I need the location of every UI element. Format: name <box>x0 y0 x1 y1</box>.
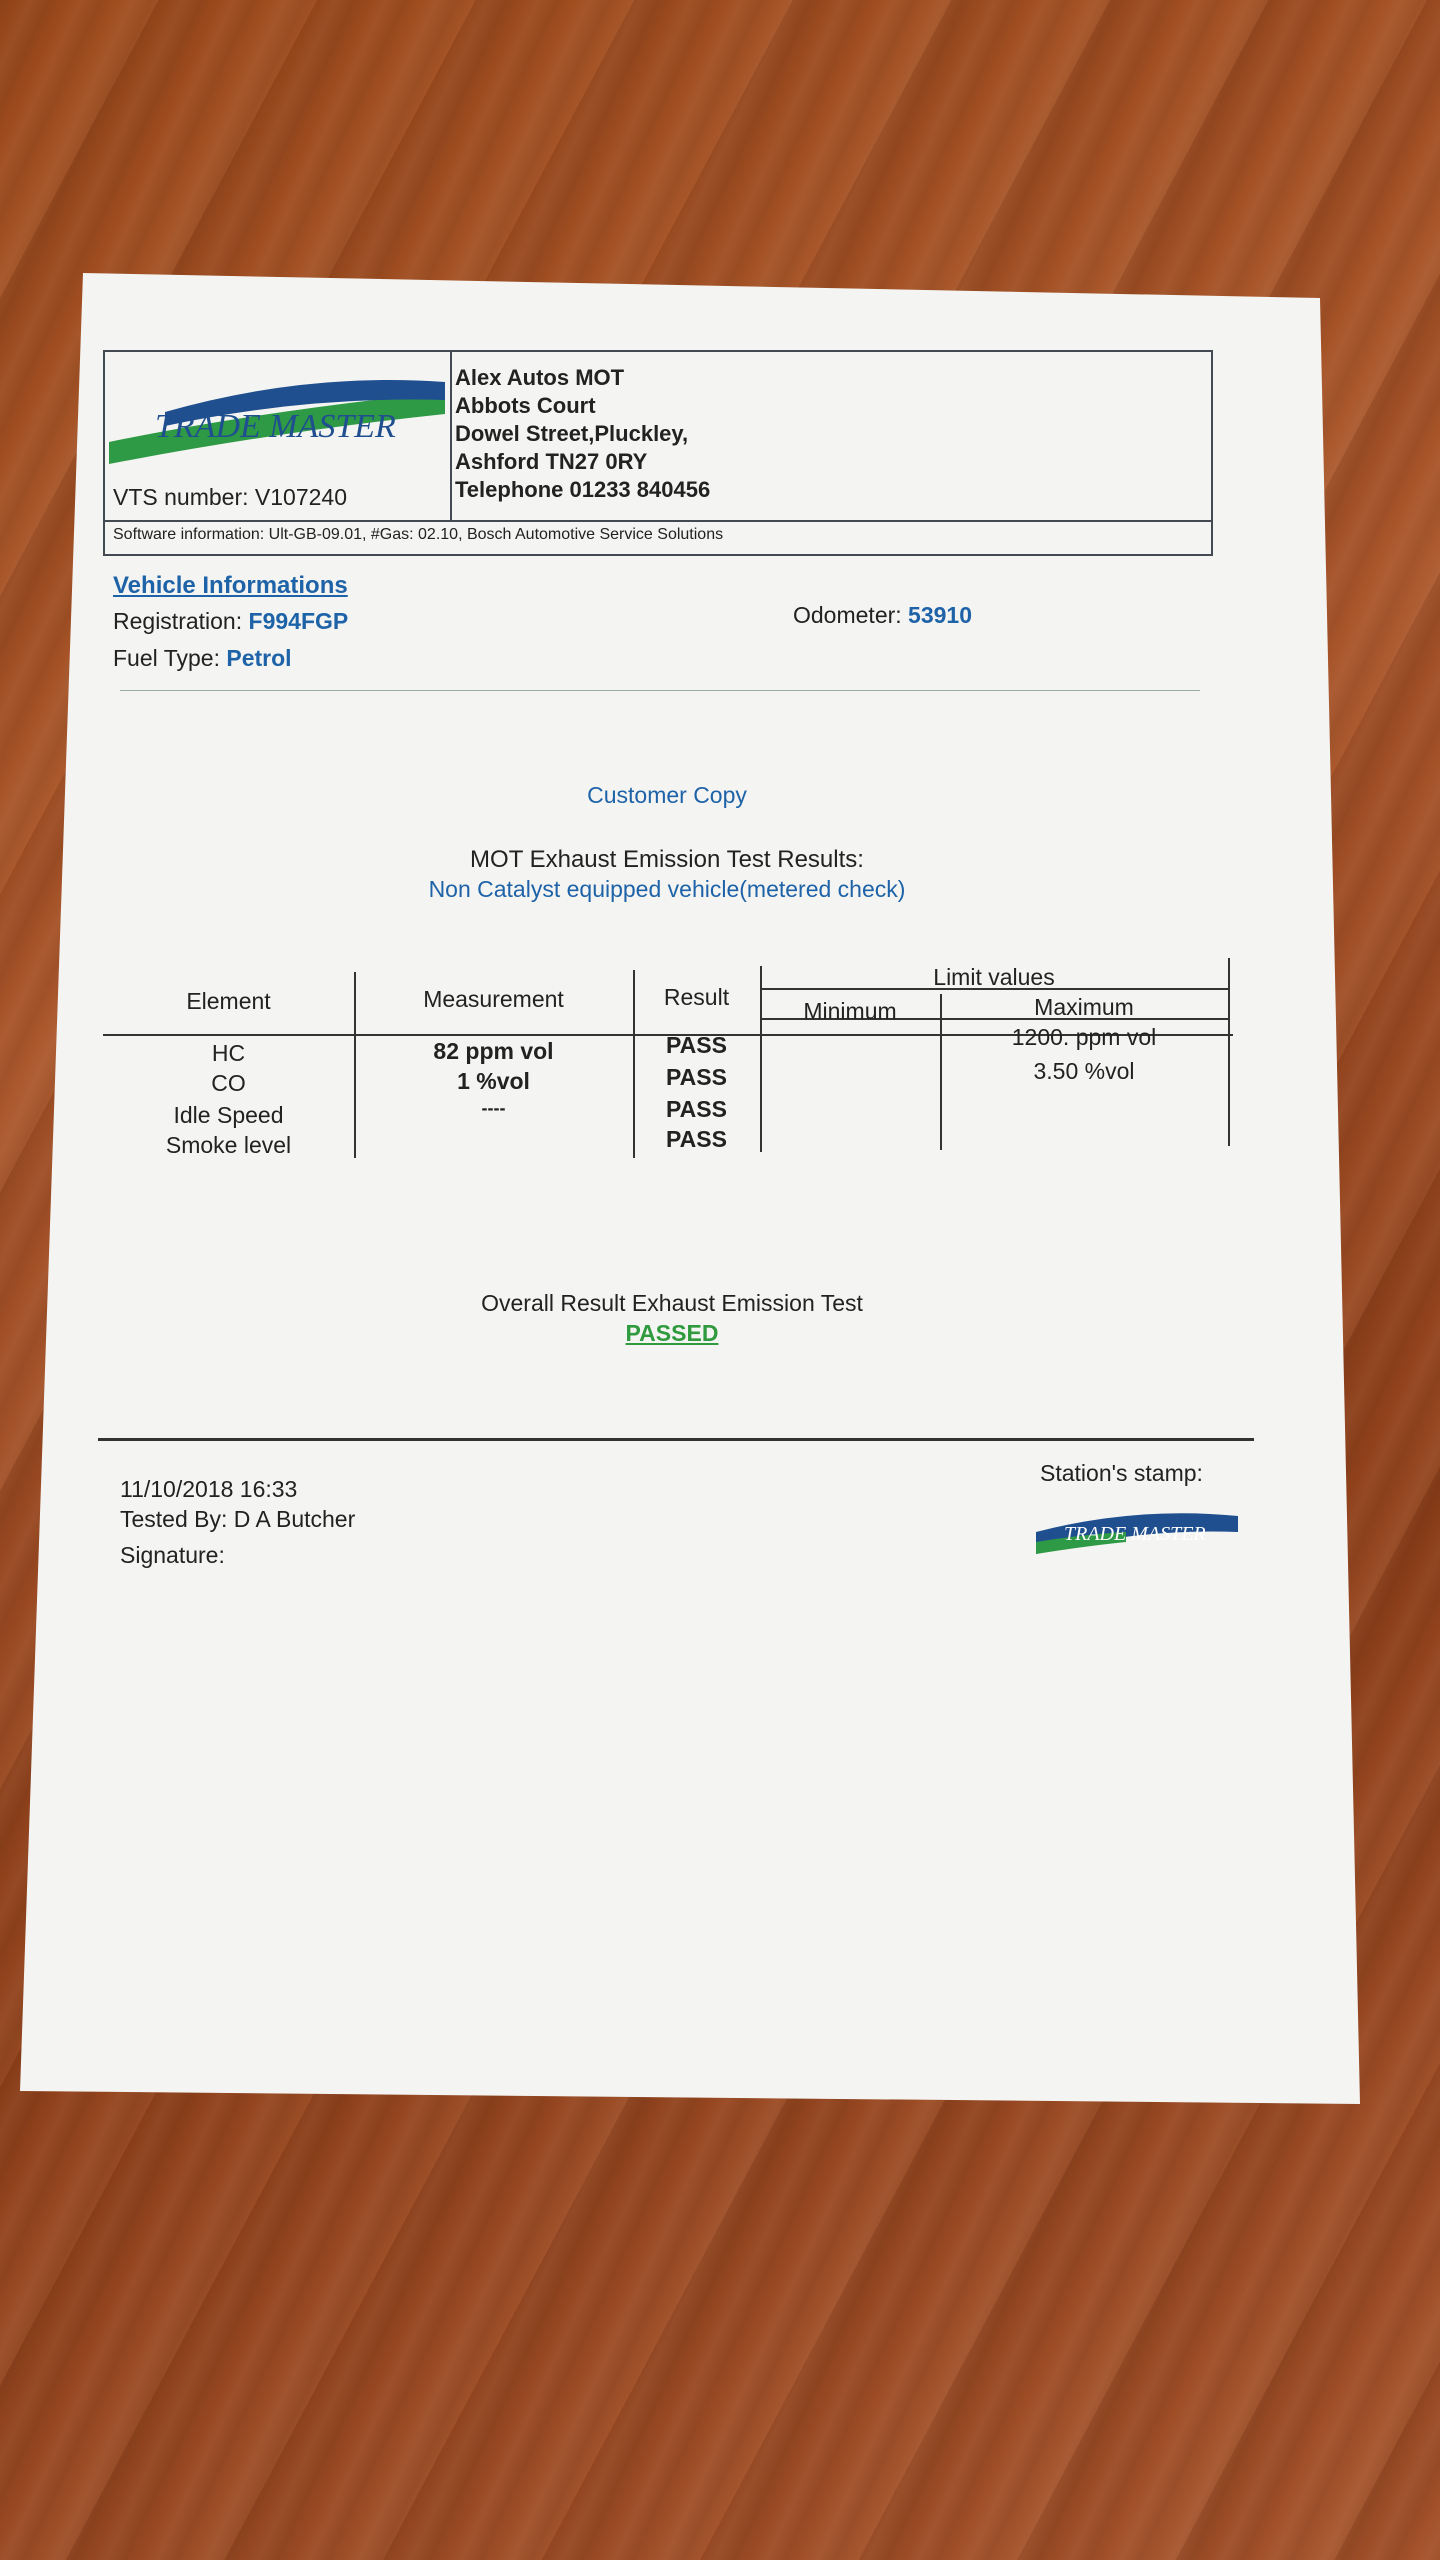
station-stamp-label: Station's stamp: <box>1040 1460 1203 1486</box>
fuel-type-label: Fuel Type: <box>113 645 220 671</box>
address-line: Abbots Court <box>455 393 596 418</box>
software-value: Ult-GB-09.01, #Gas: 02.10, Bosch Automot… <box>268 526 724 543</box>
limit-values-rule <box>760 988 1228 990</box>
table-col-divider <box>760 966 762 1152</box>
min-max-rule <box>760 1018 1228 1020</box>
row-maximum: 1200. ppm vol <box>1011 1024 1157 1050</box>
address-line: Dowel Street,Pluckley, <box>455 421 689 446</box>
header-limit-values: Limit values <box>933 964 1055 990</box>
header-measurement: Measurement <box>423 986 564 1012</box>
stamp-logo-text: TRADE MASTER <box>1064 1523 1206 1545</box>
address-line: Telephone 01233 840456 <box>455 477 711 502</box>
table-col-divider <box>940 994 942 1150</box>
row-element: Idle Speed <box>173 1102 284 1128</box>
vts-number: V107240 <box>254 484 347 510</box>
vts-label: VTS number: <box>113 484 249 510</box>
row-maximum: 3.50 %vol <box>1033 1058 1135 1084</box>
address-line: Ashford TN27 0RY <box>455 449 648 474</box>
header-maximum: Maximum <box>1034 994 1134 1020</box>
signature-label: Signature: <box>120 1542 225 1568</box>
odometer-label: Odometer: <box>793 602 902 628</box>
vts-line: VTS number: V107240 <box>113 484 347 511</box>
row-element: Smoke level <box>165 1132 292 1158</box>
software-info: Software information: Ult-GB-09.01, #Gas… <box>113 526 723 544</box>
tested-by-label: Tested By: <box>120 1506 228 1532</box>
header-minimum: Minimum <box>803 998 897 1024</box>
table-header-rule <box>103 1034 1233 1036</box>
fuel-type-value: Petrol <box>226 645 292 671</box>
row-element: CO <box>211 1070 246 1096</box>
registration-value: F994FGP <box>248 608 349 634</box>
row-measurement: 1 %vol <box>457 1068 530 1094</box>
header-top-row: TRADE MASTER VTS number: V107240 Alex Au… <box>105 352 1211 522</box>
row-measurement: ---- <box>481 1098 506 1118</box>
odometer-value: 53910 <box>908 602 973 628</box>
row-result: PASS <box>666 1096 727 1122</box>
row-measurement: 82 ppm vol <box>433 1038 554 1064</box>
software-label: Software information: <box>113 526 265 543</box>
test-datetime: 11/10/2018 16:33 <box>120 1476 298 1502</box>
station-address: Alex Autos MOT Abbots Court Dowel Street… <box>455 364 710 504</box>
header-box: TRADE MASTER VTS number: V107240 Alex Au… <box>103 350 1213 556</box>
fuel-type-line: Fuel Type: Petrol <box>113 645 292 672</box>
address-line: Alex Autos MOT <box>455 365 625 390</box>
registration-label: Registration: <box>113 608 243 634</box>
vehicle-info-title: Vehicle Informations <box>113 572 348 599</box>
overall-result-value: PASSED <box>625 1320 719 1346</box>
logo-text: TRADE MASTER <box>155 408 396 445</box>
odometer-line: Odometer: 53910 <box>793 602 972 629</box>
row-result: PASS <box>666 1064 727 1090</box>
section-divider <box>120 690 1200 691</box>
footer-rule <box>98 1438 1254 1441</box>
report-subtitle: Non Catalyst equipped vehicle(metered ch… <box>428 876 906 902</box>
logo-cell: TRADE MASTER VTS number: V107240 <box>105 352 452 520</box>
registration-line: Registration: F994FGP <box>113 608 348 635</box>
row-result: PASS <box>666 1032 727 1058</box>
overall-result-label: Overall Result Exhaust Emission Test <box>481 1290 863 1316</box>
table-col-divider <box>633 970 635 1158</box>
tested-by-line: Tested By: D A Butcher <box>120 1506 355 1533</box>
table-col-divider <box>1228 958 1230 1146</box>
table-col-divider <box>354 972 356 1158</box>
trade-master-logo: TRADE MASTER <box>109 380 445 464</box>
report-title: MOT Exhaust Emission Test Results: <box>470 846 864 873</box>
header-result: Result <box>663 984 730 1010</box>
row-element: HC <box>211 1040 246 1066</box>
row-result: PASS <box>666 1126 727 1152</box>
customer-copy-label: Customer Copy <box>587 782 747 808</box>
station-stamp-logo: TRADE MASTER <box>1036 1513 1238 1554</box>
tested-by-value: D A Butcher <box>233 1506 356 1532</box>
header-element: Element <box>186 988 271 1014</box>
